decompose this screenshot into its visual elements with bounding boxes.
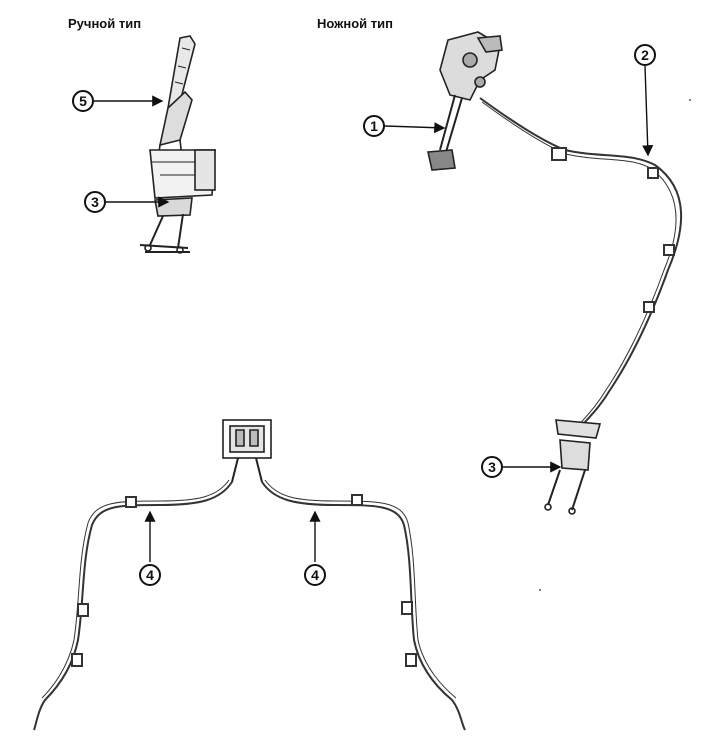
callout-5-hand-lever: 5 bbox=[72, 90, 94, 112]
foot-equalizer bbox=[544, 419, 602, 515]
foot-pedal-assembly bbox=[427, 31, 503, 171]
front-cable bbox=[479, 97, 682, 431]
leader-line-1 bbox=[384, 122, 446, 134]
rear-cable-left bbox=[33, 479, 233, 731]
callout-4-rear-cable-left: 4 bbox=[139, 564, 161, 586]
callout-3-foot-equalizer: 3 bbox=[481, 456, 503, 478]
manual-type-title: Ручной тип bbox=[68, 16, 142, 31]
callout-4-rear-cable-right: 4 bbox=[304, 564, 326, 586]
foot-type-title: Ножной тип bbox=[317, 16, 393, 31]
callout-1-foot-pedal: 1 bbox=[363, 115, 385, 137]
hand-lever-assembly bbox=[139, 35, 216, 254]
leader-line-2 bbox=[642, 65, 654, 157]
rear-cable-right bbox=[261, 479, 466, 731]
callout-3-manual-equalizer: 3 bbox=[84, 191, 106, 213]
callout-2-front-cable: 2 bbox=[634, 44, 656, 66]
rear-cable-junction bbox=[222, 419, 272, 483]
